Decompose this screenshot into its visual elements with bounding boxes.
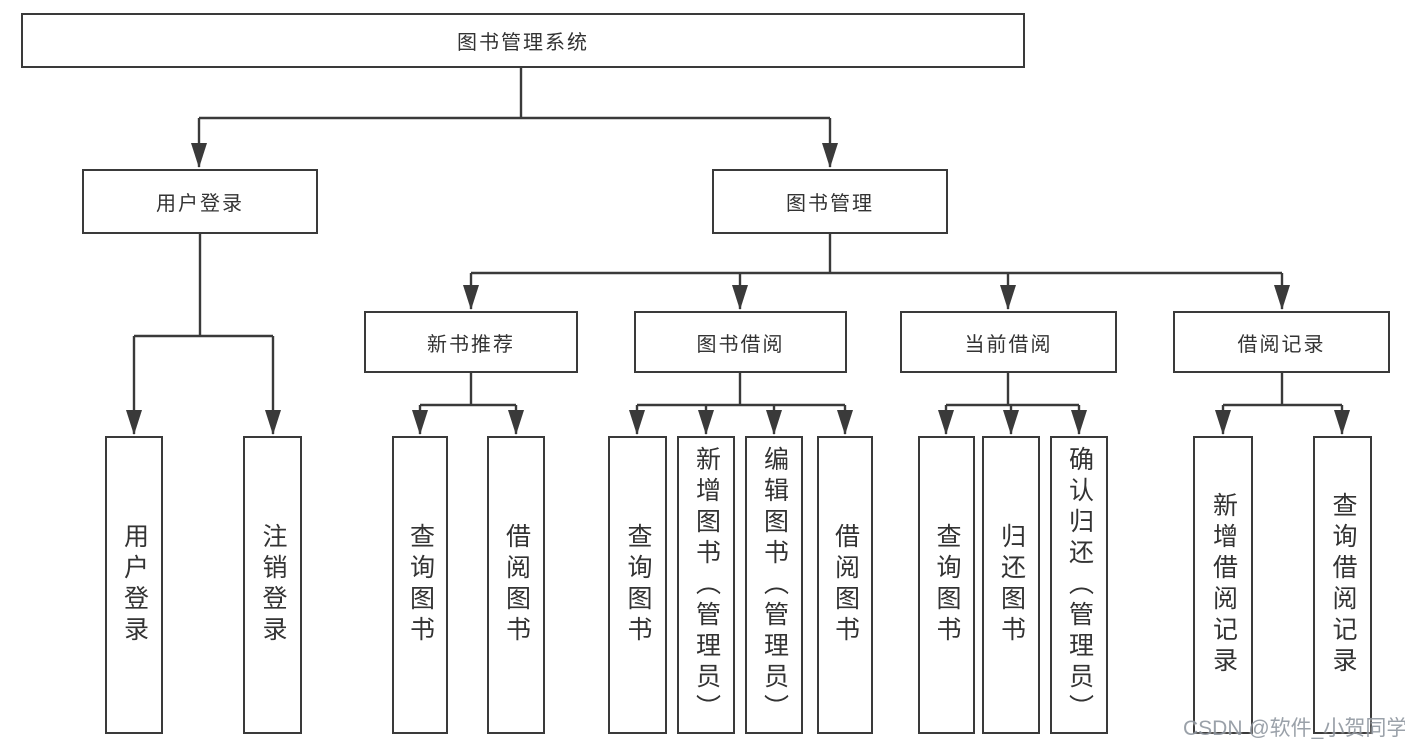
leaf-logout-label: 注销登录 <box>259 523 287 647</box>
leaf-cb-query-books-label: 查询图书 <box>933 523 961 647</box>
leaf-nbr-query-books: 查询图书 <box>392 436 448 734</box>
leaf-bb-borrow-books-label: 借阅图书 <box>831 523 860 647</box>
leaf-br-add-record: 新增借阅记录 <box>1193 436 1253 734</box>
connector-arrows <box>126 118 1350 435</box>
leaf-cb-confirm-return-admin-label: 确认归还（管理员） <box>1065 445 1094 725</box>
leaf-bb-edit-books-admin: 编辑图书（管理员） <box>745 436 803 734</box>
leaf-bb-query-books: 查询图书 <box>608 436 667 734</box>
node-borrow-records-label: 借阅记录 <box>1237 333 1326 356</box>
node-current-borrowing-label: 当前借阅 <box>964 333 1053 356</box>
node-user-login: 用户登录 <box>82 169 318 234</box>
leaf-br-query-record-label: 查询借阅记录 <box>1329 492 1357 678</box>
node-root-label: 图书管理系统 <box>457 32 589 54</box>
leaf-user-login-label: 用户登录 <box>120 523 149 647</box>
leaf-bb-add-books-admin: 新增图书（管理员） <box>677 436 735 734</box>
node-book-management-label: 图书管理 <box>786 193 874 215</box>
leaf-bb-query-books-label: 查询图书 <box>624 523 652 647</box>
leaf-br-add-record-label: 新增借阅记录 <box>1209 492 1238 678</box>
node-book-borrowing-label: 图书借阅 <box>696 333 785 356</box>
node-new-book-recommend-label: 新书推荐 <box>427 333 515 356</box>
node-borrow-records: 借阅记录 <box>1173 311 1390 373</box>
leaf-nbr-query-books-label: 查询图书 <box>406 523 435 647</box>
leaf-user-login: 用户登录 <box>105 436 163 734</box>
node-book-borrowing: 图书借阅 <box>634 311 847 373</box>
leaf-bb-borrow-books: 借阅图书 <box>817 436 873 734</box>
node-root: 图书管理系统 <box>21 13 1025 68</box>
connector-segments <box>134 68 1342 407</box>
node-book-management: 图书管理 <box>712 169 948 234</box>
leaf-cb-return-books-label: 归还图书 <box>997 523 1026 647</box>
leaf-cb-return-books: 归还图书 <box>982 436 1040 734</box>
watermark: CSDN @软件_小贺同学 <box>1183 717 1405 740</box>
leaf-cb-confirm-return-admin: 确认归还（管理员） <box>1050 436 1108 734</box>
leaf-br-query-record: 查询借阅记录 <box>1313 436 1372 734</box>
leaf-bb-edit-books-admin-label: 编辑图书（管理员） <box>760 445 789 725</box>
leaf-cb-query-books: 查询图书 <box>918 436 975 734</box>
leaf-logout: 注销登录 <box>243 436 302 734</box>
leaf-bb-add-books-admin-label: 新增图书（管理员） <box>692 445 721 725</box>
leaf-nbr-borrow-books: 借阅图书 <box>487 436 545 734</box>
leaf-nbr-borrow-books-label: 借阅图书 <box>502 523 531 647</box>
node-user-login-label: 用户登录 <box>156 193 244 215</box>
node-current-borrowing: 当前借阅 <box>900 311 1117 373</box>
node-new-book-recommend: 新书推荐 <box>364 311 578 373</box>
